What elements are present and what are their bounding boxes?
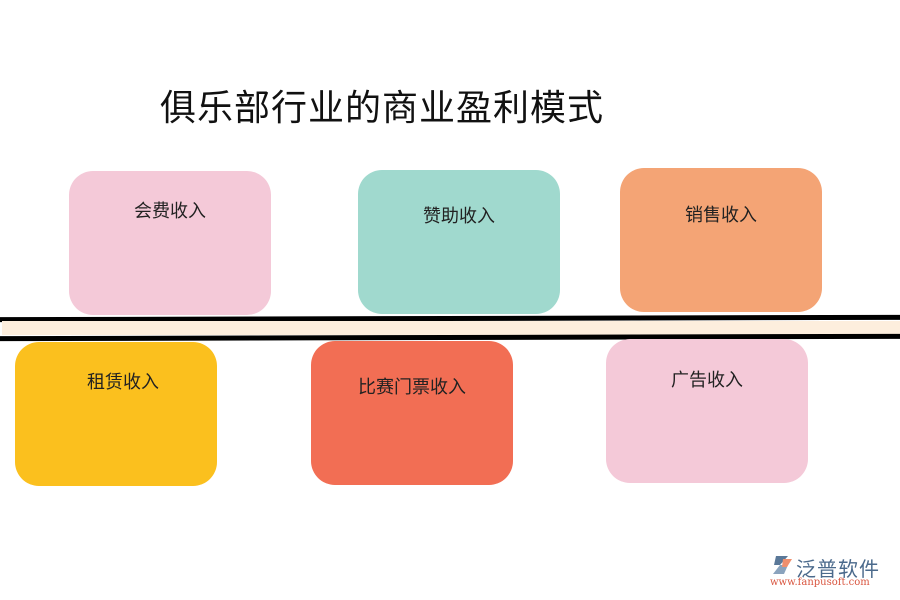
card-sales-income: 销售收入 (620, 168, 822, 312)
card-ticket-income: 比赛门票收入 (311, 341, 513, 485)
card-label: 会费收入 (134, 201, 206, 222)
logo-url-text: www.fanpusoft.com (770, 577, 870, 588)
card-sponsorship-income: 赞助收入 (358, 170, 560, 314)
card-label: 比赛门票收入 (358, 377, 466, 398)
card-label: 广告收入 (671, 370, 743, 391)
card-label: 销售收入 (685, 205, 757, 226)
divider-fill (2, 321, 900, 335)
card-advertising-income: 广告收入 (606, 339, 808, 483)
page-title: 俱乐部行业的商业盈利模式 (160, 88, 605, 129)
fanpu-logo: 泛普软件 www.fanpusoft.com (770, 553, 895, 593)
logo-brand-text: 泛普软件 (796, 557, 880, 581)
card-rental-income: 租赁收入 (15, 342, 217, 486)
card-membership-income: 会费收入 (69, 171, 271, 315)
card-label: 赞助收入 (423, 206, 495, 227)
divider-band (0, 314, 900, 342)
fanpu-logo-icon (773, 556, 792, 574)
card-label: 租赁收入 (87, 372, 159, 393)
